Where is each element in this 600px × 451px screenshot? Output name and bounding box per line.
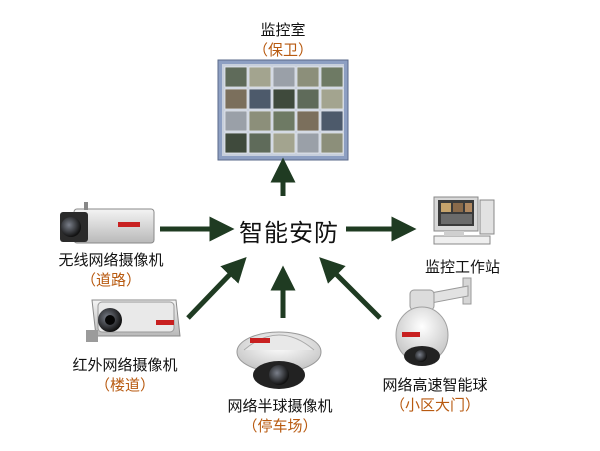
video-feed-tile [224,88,248,110]
video-feed-tile [320,88,344,110]
video-feed-tile [272,110,296,132]
video-feed-tile [248,88,272,110]
dome-camera-label: 网络半球摄像机 （停车场） [215,396,345,436]
speed-dome-label: 网络高速智能球 （小区大门） [370,375,500,415]
monitor-room-subtitle: （保卫） [252,41,313,59]
ir-camera-title: 红外网络摄像机 [72,356,178,374]
wireless-camera-title: 无线网络摄像机 [58,251,164,269]
video-feed-tile [320,110,344,132]
video-feed-tile [248,110,272,132]
monitor-room-title: 监控室 [260,21,306,39]
video-feed-tile [224,110,248,132]
video-feed-tile [296,110,320,132]
workstation-title: 监控工作站 [424,258,500,276]
video-feed-tile [272,132,296,154]
dome-camera-subtitle: （停车场） [242,417,318,435]
video-feed-tile [296,132,320,154]
video-feed-tile [320,66,344,88]
ir-camera-subtitle: （楼道） [94,376,155,394]
video-feed-tile [224,66,248,88]
speed-dome-title: 网络高速智能球 [382,376,488,394]
workstation-label: 监控工作站 [410,257,515,277]
video-feed-tile [272,66,296,88]
arrow-from-ir-camera [186,256,247,320]
video-feed-tile [296,66,320,88]
ir-camera-image [86,299,181,342]
wireless-camera-image [60,202,155,244]
workstation-image [433,196,495,245]
speed-dome-subtitle: （小区大门） [389,396,480,414]
speed-dome-image [395,277,472,366]
dome-camera-title: 网络半球摄像机 [227,397,333,415]
monitor-room-label: 监控室 （保卫） [233,20,333,60]
center-label: 智能安防 [239,219,339,247]
wireless-camera-subtitle: （道路） [80,271,141,289]
video-feed-tile [248,132,272,154]
video-feed-tile [296,88,320,110]
video-feed-tile [320,132,344,154]
ir-camera-label: 红外网络摄像机 （楼道） [60,355,190,395]
video-feed-tile [248,66,272,88]
wireless-camera-label: 无线网络摄像机 （道路） [46,250,176,290]
video-feed-tile [272,88,296,110]
video-feed-tile [224,132,248,154]
monitor-wall-image [217,59,349,161]
arrow-from-speed-dome [319,257,382,320]
dome-camera-image [236,331,322,389]
